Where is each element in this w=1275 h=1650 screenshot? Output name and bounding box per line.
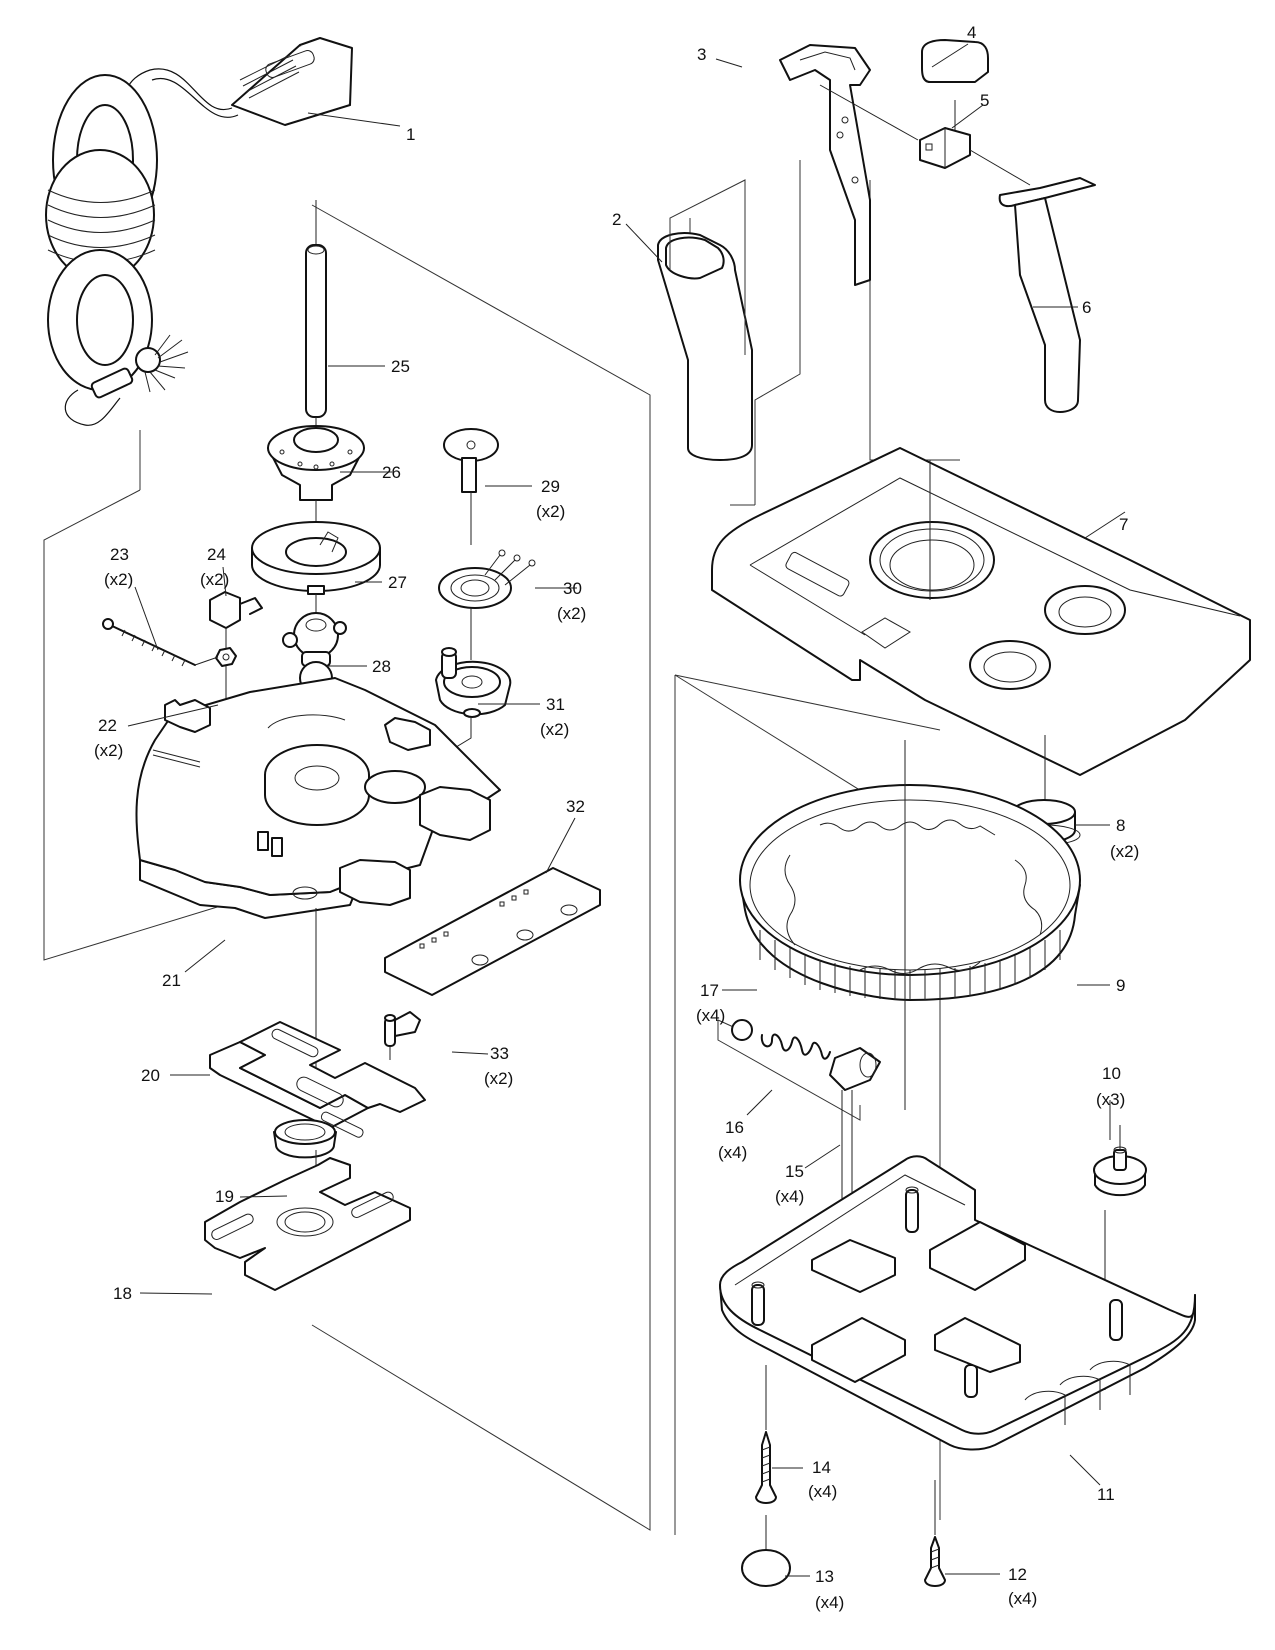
part-10-trim-knob <box>1093 1125 1147 1390</box>
part-15-plunger <box>829 1047 881 1091</box>
callout-15: 15 <box>785 1162 804 1181</box>
callout-22-qty: (x2) <box>94 741 123 760</box>
callout-8: 8 <box>1116 816 1125 835</box>
callout-7: 7 <box>1119 515 1128 534</box>
callout-10: 10 <box>1102 1064 1121 1083</box>
leader-21 <box>184 939 226 973</box>
callout-15-qty: (x4) <box>775 1187 804 1206</box>
callout-27: 27 <box>388 573 407 592</box>
callout-6: 6 <box>1082 298 1091 317</box>
callout-12: 12 <box>1008 1565 1027 1584</box>
callout-10-qty: (x3) <box>1096 1090 1125 1109</box>
part-24-clip <box>209 591 263 629</box>
callout-29: 29 <box>541 477 560 496</box>
part-16-spring <box>760 1033 831 1060</box>
leader-19 <box>239 1195 288 1198</box>
callout-30: 30 <box>563 579 582 598</box>
leader-5 <box>951 104 984 129</box>
leader-23 <box>134 586 159 651</box>
leader-22 <box>127 704 219 727</box>
part-9-trim-ring <box>739 784 1081 1001</box>
callout-32: 32 <box>566 797 585 816</box>
callout-14: 14 <box>812 1458 831 1477</box>
callout-2: 2 <box>612 210 621 229</box>
part-18-lower-slide-plate <box>204 1157 411 1291</box>
callout-25: 25 <box>391 357 410 376</box>
callout-3: 3 <box>697 45 706 64</box>
callout-13: 13 <box>815 1567 834 1586</box>
callout-20: 20 <box>141 1066 160 1085</box>
callout-31: 31 <box>546 695 565 714</box>
callout-4: 4 <box>967 23 976 42</box>
leader-4 <box>931 43 969 68</box>
callout-33: 33 <box>490 1044 509 1063</box>
part-19-bushing <box>273 1119 337 1250</box>
leader-15 <box>804 1144 841 1169</box>
part-12-screw-short <box>924 1480 946 1587</box>
part-32-circuit-board <box>384 867 601 996</box>
leader-32 <box>545 817 576 874</box>
part-30-pot-track <box>438 549 536 660</box>
leader-7 <box>1084 511 1126 539</box>
part-2-handle-grip-left <box>657 179 753 461</box>
part-3-handle-inner-frame <box>779 44 919 286</box>
callout-22: 22 <box>98 716 117 735</box>
callout-17-qty: (x4) <box>696 1006 725 1025</box>
part-29-pot-wiper <box>443 428 499 545</box>
part-14-screw-long <box>755 1365 777 1560</box>
part-4-fire-button <box>921 39 989 140</box>
callout-labels: 1 2 3 4 5 6 7 8 (x2) 9 10 (x3) 11 12 (x4… <box>94 23 1139 1612</box>
callout-1: 1 <box>406 125 415 144</box>
part-6-handle-grip-right <box>998 177 1096 413</box>
callout-28: 28 <box>372 657 391 676</box>
callout-30-qty: (x2) <box>557 604 586 623</box>
leader-3 <box>715 58 743 68</box>
callout-13-qty: (x4) <box>815 1593 844 1612</box>
callout-12-qty: (x4) <box>1008 1589 1037 1608</box>
part-26-shaft-collar <box>267 425 365 501</box>
part-17-ball <box>731 1019 753 1041</box>
callout-16: 16 <box>725 1118 744 1137</box>
callout-leaders <box>127 43 1126 1577</box>
part-20-upper-slide-plate <box>209 1021 426 1138</box>
callout-9: 9 <box>1116 976 1125 995</box>
leader-11 <box>1069 1454 1101 1486</box>
callout-24: 24 <box>207 545 226 564</box>
callout-31-qty: (x2) <box>540 720 569 739</box>
leader-16 <box>746 1089 773 1116</box>
part-13-rubber-foot <box>741 1549 791 1587</box>
part-27-gimbal-ring <box>251 521 381 595</box>
callout-23: 23 <box>110 545 129 564</box>
leader-2 <box>625 223 663 263</box>
callout-26: 26 <box>382 463 401 482</box>
leader-18 <box>139 1292 213 1295</box>
leader-1 <box>307 112 401 127</box>
callout-17: 17 <box>700 981 719 1000</box>
callout-24-qty: (x2) <box>200 570 229 589</box>
part-21-gimbal-base-plate <box>135 677 501 919</box>
callout-23-qty: (x2) <box>104 570 133 589</box>
callout-21: 21 <box>162 971 181 990</box>
leader-24 <box>222 566 227 597</box>
callout-14-qty: (x4) <box>808 1482 837 1501</box>
parts-15-16-17-detent <box>717 1019 881 1260</box>
callout-29-qty: (x2) <box>536 502 565 521</box>
callout-8-qty: (x2) <box>1110 842 1139 861</box>
part-33-lever-cam <box>384 1011 421 1060</box>
cable-strain-relief <box>90 367 134 399</box>
callout-18: 18 <box>113 1284 132 1303</box>
callout-11: 11 <box>1097 1485 1115 1504</box>
part-1-cable <box>45 37 353 426</box>
callout-5: 5 <box>980 91 989 110</box>
callout-16-qty: (x4) <box>718 1143 747 1162</box>
callout-33-qty: (x2) <box>484 1069 513 1088</box>
part-11-bottom-case <box>719 1155 1196 1451</box>
part-23-long-screw <box>102 618 196 667</box>
callout-19: 19 <box>215 1187 234 1206</box>
leader-33 <box>451 1051 489 1055</box>
part-31-pot-housing <box>409 647 512 810</box>
part-7-top-cover <box>711 447 1251 776</box>
part-25-shaft <box>305 200 327 425</box>
part-5-micro-switch <box>919 127 1031 186</box>
